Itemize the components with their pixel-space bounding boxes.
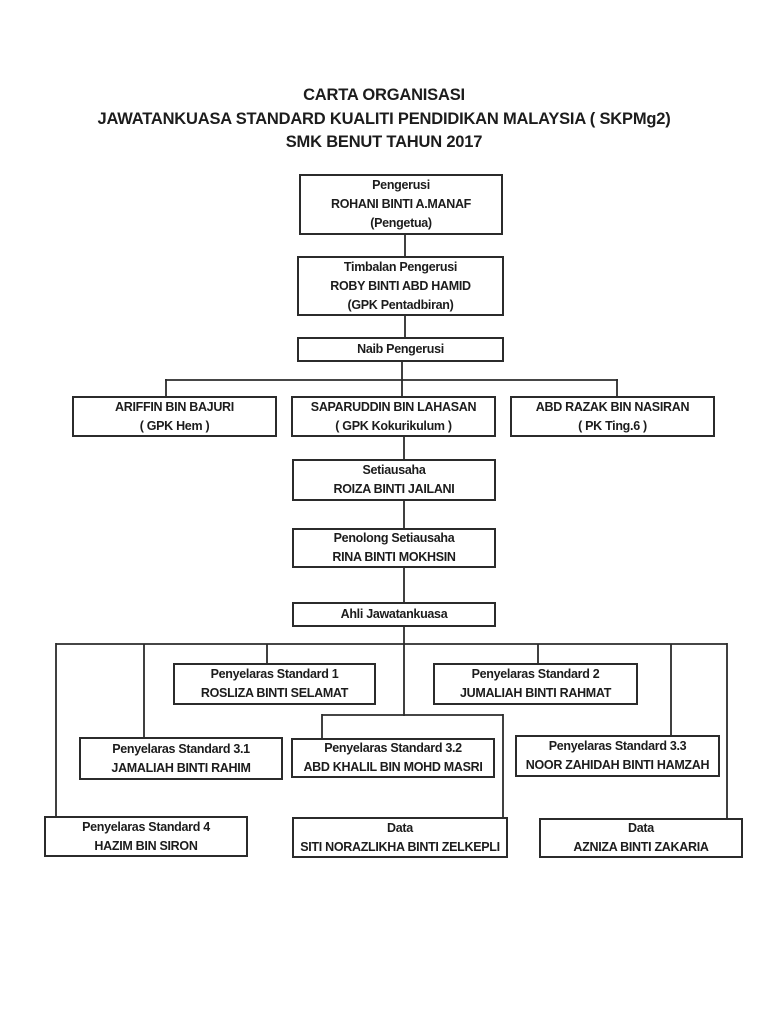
node-person: JAMALIAH BINTI RAHIM (111, 760, 251, 775)
title-line-3: SMK BENUT TAHUN 2017 (285, 133, 483, 151)
node-subtitle: ( GPK Kokurikulum ) (335, 418, 452, 433)
node-subtitle: (Pengetua) (370, 216, 432, 230)
org-node-pengerusi: Pengerusi ROHANI BINTI A.MANAF (Pengetua… (299, 174, 503, 235)
org-node-penolong-setiausaha: Penolong Setiausaha RINA BINTI MOKHSIN (292, 528, 496, 568)
org-node-gpk-kokurikulum: SAPARUDDIN BIN LAHASAN ( GPK Kokurikulum… (291, 396, 496, 437)
chart-title: CARTA ORGANISASI JAWATANKUASA STANDARD K… (0, 84, 768, 155)
node-person: JUMALIAH BINTI RAHMAT (459, 686, 612, 700)
org-node-setiausaha: Setiausaha ROIZA BINTI JAILANI (292, 459, 496, 501)
org-node-ahli-jawatankuasa: Ahli Jawatankuasa (292, 602, 496, 627)
org-node-penyelaras-standard-3-1: Penyelaras Standard 3.1 JAMALIAH BINTI R… (79, 737, 283, 780)
node-subtitle: ( GPK Hem ) (139, 418, 210, 433)
node-person: ARIFFIN BIN BAJURI (115, 399, 234, 414)
node-role: Naib Pengerusi (357, 342, 444, 356)
org-node-penyelaras-standard-2: Penyelaras Standard 2 JUMALIAH BINTI RAH… (433, 663, 638, 705)
node-role: Pengerusi (372, 178, 430, 192)
node-role: Data (387, 820, 413, 835)
node-role: Penyelaras Standard 3.2 (324, 741, 462, 755)
node-person: ABD RAZAK BIN NASIRAN (535, 399, 690, 414)
node-person: NOOR ZAHIDAH BINTI HAMZAH (525, 758, 710, 772)
org-node-timbalan-pengerusi: Timbalan Pengerusi ROBY BINTI ABD HAMID … (297, 256, 504, 316)
org-node-gpk-hem: ARIFFIN BIN BAJURI ( GPK Hem ) (72, 396, 277, 437)
node-person: ROSLIZA BINTI SELAMAT (200, 686, 349, 700)
node-role: Penyelaras Standard 3.1 (112, 741, 250, 756)
node-person: ROIZA BINTI JAILANI (333, 482, 455, 496)
node-person: SITI NORAZLIKHA BINTI ZELKEPLI (300, 839, 500, 854)
node-role: Timbalan Pengerusi (343, 259, 458, 274)
org-node-penyelaras-standard-1: Penyelaras Standard 1 ROSLIZA BINTI SELA… (173, 663, 376, 705)
org-node-penyelaras-standard-3-2: Penyelaras Standard 3.2 ABD KHALIL BIN M… (291, 738, 495, 778)
node-person: RINA BINTI MOKHSIN (332, 550, 456, 564)
org-node-penyelaras-standard-4: Penyelaras Standard 4 HAZIM BIN SIRON (44, 816, 248, 857)
node-role: Ahli Jawatankuasa (340, 607, 448, 621)
node-subtitle: ( PK Ting.6 ) (578, 418, 647, 433)
node-person: HAZIM BIN SIRON (94, 838, 198, 853)
node-role: Penyelaras Standard 1 (210, 667, 339, 681)
node-role: Data (628, 821, 654, 835)
node-role: Penyelaras Standard 2 (471, 667, 600, 681)
org-node-pk-tingkatan-6: ABD RAZAK BIN NASIRAN ( PK Ting.6 ) (510, 396, 715, 437)
node-role: Penyelaras Standard 3.3 (548, 739, 687, 753)
node-person: ROBY BINTI ABD HAMID (330, 278, 471, 293)
node-person: SAPARUDDIN BIN LAHASAN (310, 399, 477, 414)
node-role: Penyelaras Standard 4 (82, 819, 210, 834)
node-person: ABD KHALIL BIN MOHD MASRI (303, 760, 483, 774)
title-line-2: JAWATANKUASA STANDARD KUALITI PENDIDIKAN… (97, 109, 671, 128)
node-person: AZNIZA BINTI ZAKARIA (573, 840, 709, 854)
org-node-naib-pengerusi: Naib Pengerusi (297, 337, 504, 362)
node-role: Setiausaha (362, 463, 426, 477)
title-line-1: CARTA ORGANISASI (303, 86, 465, 104)
org-node-data-2: Data AZNIZA BINTI ZAKARIA (539, 818, 743, 858)
org-node-data-1: Data SITI NORAZLIKHA BINTI ZELKEPLI (292, 817, 508, 858)
node-person: ROHANI BINTI A.MANAF (330, 197, 472, 211)
node-role: Penolong Setiausaha (333, 531, 455, 545)
node-subtitle: (GPK Pentadbiran) (347, 297, 454, 312)
org-node-penyelaras-standard-3-3: Penyelaras Standard 3.3 NOOR ZAHIDAH BIN… (515, 735, 720, 777)
